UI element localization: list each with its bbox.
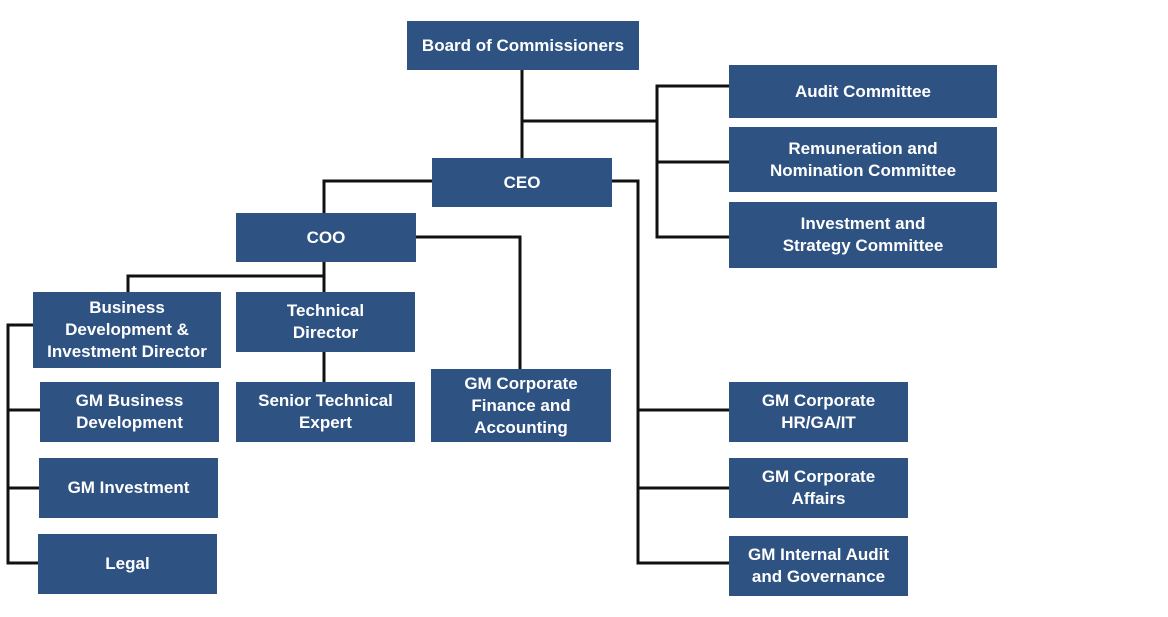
gm-internal-audit-governance-box: GM Internal Audit and Governance: [729, 536, 908, 596]
gm-investment-box: GM Investment: [39, 458, 218, 518]
business-development-investment-director-box: Business Development & Investment Direct…: [33, 292, 221, 368]
gm-corporate-hr-ga-it-box: GM Corporate HR/GA/IT: [729, 382, 908, 442]
investment-strategy-committee-box: Investment and Strategy Committee: [729, 202, 997, 268]
gm-corporate-affairs-box: GM Corporate Affairs: [729, 458, 908, 518]
audit-committee-box: Audit Committee: [729, 65, 997, 118]
board-of-commissioners-box: Board of Commissioners: [407, 21, 639, 70]
gm-corporate-finance-accounting-box: GM Corporate Finance and Accounting: [431, 369, 611, 442]
remuneration-nomination-committee-box: Remuneration and Nomination Committee: [729, 127, 997, 192]
legal-box: Legal: [38, 534, 217, 594]
senior-technical-expert-box: Senior Technical Expert: [236, 382, 415, 442]
coo-box: COO: [236, 213, 416, 262]
ceo-box: CEO: [432, 158, 612, 207]
technical-director-box: Technical Director: [236, 292, 415, 352]
gm-business-development-box: GM Business Development: [40, 382, 219, 442]
